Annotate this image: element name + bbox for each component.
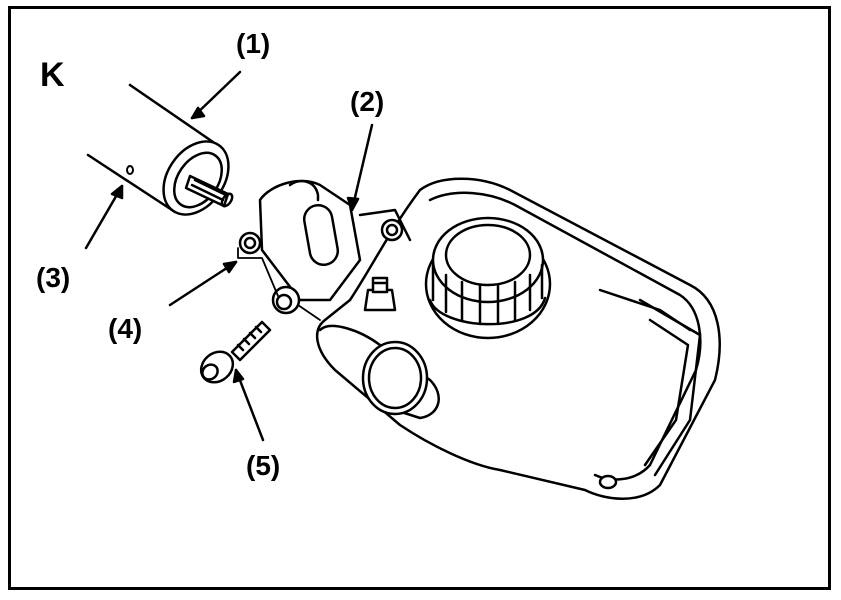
socket-head-bolt [199,320,272,384]
corner-mark: K [40,56,66,94]
callout-2: (2) [350,86,385,117]
gear-case [238,177,721,500]
callout-4: (4) [108,313,143,344]
drive-shaft-tube [86,83,234,216]
callout-5: (5) [246,450,281,481]
leader-lines [84,70,374,442]
callout-3: (3) [36,262,71,293]
alignment-lines [237,247,321,321]
callout-1: (1) [236,28,271,59]
